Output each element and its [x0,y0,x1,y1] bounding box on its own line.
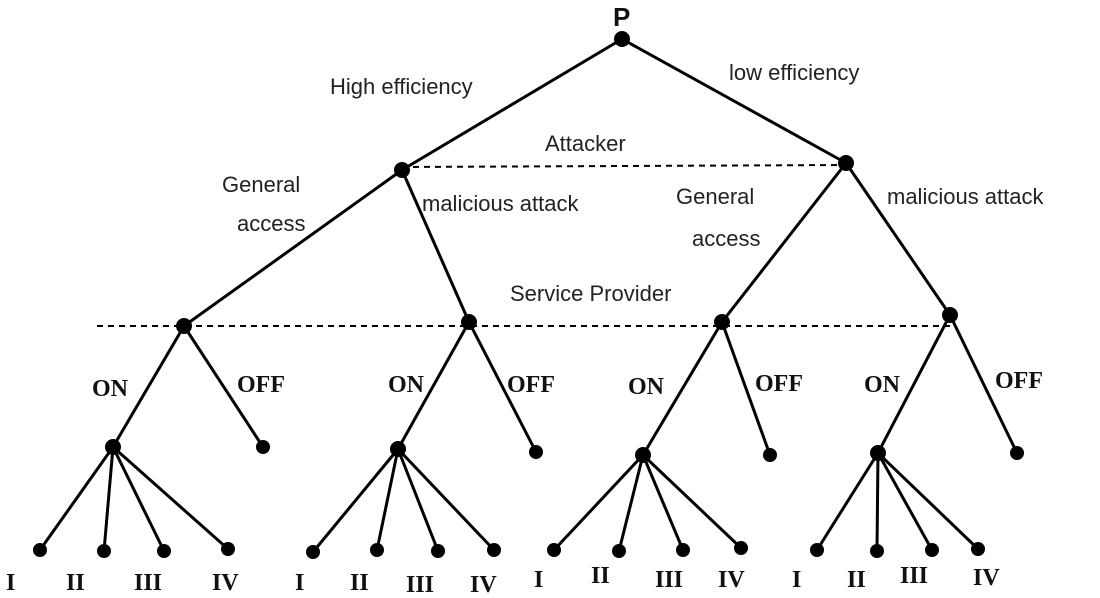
edge-leaf-4-1 [815,452,880,551]
provider-node-1 [176,318,192,334]
edge-leaf-1-3 [111,446,166,552]
edge-leaf-1-2 [102,446,115,552]
leaf-label-1-2: II [66,570,85,596]
edge-malicious-attack-right [844,162,952,316]
label-off-1: OFF [237,372,285,398]
leaf-node-1-1 [33,543,47,557]
leaf-label-2-4: IV [470,572,497,598]
edge-off-3 [720,321,772,456]
label-malicious-attack-left: malicious attack [422,191,580,216]
label-on-4: ON [864,372,901,398]
label-high-efficiency: High efficiency [330,74,473,99]
leaf-label-2-1: I [295,570,304,596]
leaf-node-2-3 [431,544,445,558]
off-node-4 [1010,446,1024,460]
edge-leaf-4-3 [876,452,934,551]
label-low-efficiency: low efficiency [729,60,859,85]
edge-leaf-2-1 [311,448,400,553]
edge-leaf-3-2 [617,454,645,552]
edge-general-access-right [720,162,848,323]
edge-malicious-attack-left [400,169,471,323]
provider-node-4 [942,307,958,323]
edge-leaf-4-4 [876,451,980,551]
edge-on-3 [641,321,724,456]
root-node [614,31,630,47]
leaf-node-4-3 [925,543,939,557]
edge-leaf-1-4 [112,445,229,551]
leaf-label-3-4: IV [718,567,745,593]
edge-on-1 [111,325,186,448]
label-service-provider: Service Provider [510,281,671,306]
on-node-1 [105,439,121,455]
attacker-node-low [838,155,854,171]
root-label: P [613,2,630,32]
on-node-3 [635,447,651,463]
label-malicious-attack-right: malicious attack [887,184,1045,209]
leaf-node-3-3 [676,543,690,557]
leaf-node-2-4 [487,543,501,557]
leaf-label-4-3: III [900,563,928,589]
leaf-label-3-2: II [591,563,610,589]
leaf-node-1-2 [97,544,111,558]
leaf-label-1-4: IV [212,570,239,596]
attacker-information-set-line [401,164,847,168]
leaf-node-1-4 [221,542,235,556]
leaf-label-4-1: I [792,567,801,593]
edge-leaf-1-1 [38,446,115,551]
edge-low-efficiency [621,37,847,165]
leaf-node-3-1 [547,543,561,557]
label-general-access-left-1: General [222,172,300,197]
edge-general-access-left [183,168,403,328]
label-off-3: OFF [755,371,803,397]
label-off-2: OFF [507,372,555,398]
label-on-1: ON [92,376,129,402]
on-node-4 [870,445,886,461]
edge-leaf-3-3 [641,454,685,551]
edge-off-1 [182,325,265,448]
edge-on-4 [876,314,952,454]
leaf-node-4-2 [870,544,884,558]
label-general-access-right-1: General [676,184,754,209]
leaf-label-3-1: I [534,567,543,593]
leaf-node-2-2 [370,543,384,557]
edge-off-2 [467,321,538,453]
attacker-node-high [394,162,410,178]
leaf-label-1-1: I [6,570,15,596]
leaf-label-4-4: IV [973,565,1000,591]
edge-leaf-2-3 [396,448,440,552]
on-node-2 [390,441,406,457]
edge-on-2 [396,321,471,450]
edge-off-4 [948,314,1019,454]
leaf-label-3-3: III [655,567,683,593]
leaf-node-3-2 [612,544,626,558]
leaf-label-4-2: II [847,567,866,593]
edge-high-efficiency [401,37,623,172]
leaf-node-4-1 [810,543,824,557]
label-attacker: Attacker [545,131,626,156]
edge-leaf-2-4 [396,447,496,552]
label-off-4: OFF [995,368,1043,394]
leaf-label-1-3: III [134,570,162,596]
edge-leaf-4-2 [875,452,880,552]
off-node-1 [256,440,270,454]
label-general-access-left-2: access [237,211,305,236]
leaf-label-2-3: III [406,572,434,598]
label-on-2: ON [388,372,425,398]
leaf-node-2-1 [306,545,320,559]
edge-leaf-3-4 [641,453,743,550]
leaf-label-2-2: II [350,570,369,596]
leaf-node-4-4 [971,542,985,556]
label-general-access-right-2: access [692,226,760,251]
provider-node-2 [461,314,477,330]
leaf-node-3-4 [734,541,748,555]
edge-leaf-3-1 [552,453,645,552]
off-node-2 [529,445,543,459]
off-node-3 [763,448,777,462]
edge-leaf-2-2 [375,448,400,551]
leaf-node-1-3 [157,544,171,558]
provider-node-3 [714,314,730,330]
label-on-3: ON [628,374,665,400]
